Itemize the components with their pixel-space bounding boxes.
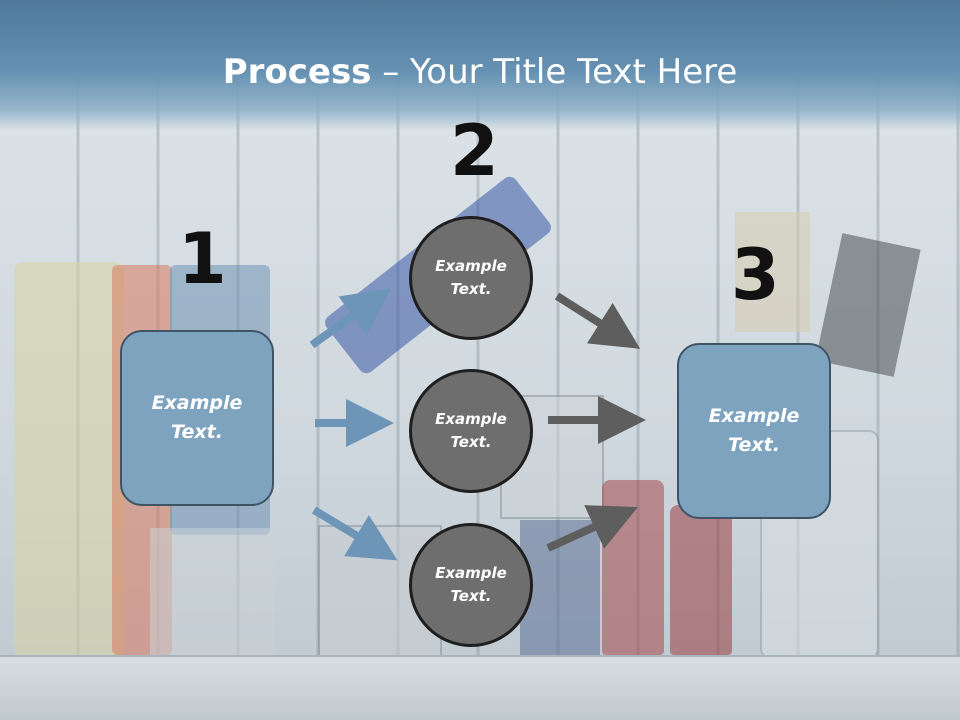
arrow-to-circle-1 (309, 288, 392, 349)
arrow-from-circle-3 (546, 505, 638, 552)
title-banner (0, 0, 960, 130)
slide-title[interactable]: Process – Your Title Text Here (0, 52, 960, 92)
title-bold: Process (222, 52, 372, 92)
circle-3-line2: Text. (450, 587, 492, 605)
circle-3-line1: Example (435, 564, 507, 582)
arrow-from-circle-1 (554, 292, 641, 349)
bottle-image (670, 505, 732, 655)
paint-roller-image (14, 262, 124, 657)
left-box-line1: Example (151, 392, 243, 414)
step-number-3: 3 (731, 234, 780, 316)
circle-step-3[interactable]: Example Text. (409, 523, 533, 647)
left-text-box[interactable]: Example Text. (120, 330, 274, 506)
left-box-line2: Text. (171, 421, 223, 443)
circle-step-1[interactable]: Example Text. (409, 216, 533, 340)
right-box-line2: Text. (728, 434, 780, 456)
step-number-1: 1 (178, 218, 227, 300)
scraper-image (150, 528, 275, 658)
step-number-2: 2 (450, 110, 499, 192)
circle-1-line2: Text. (450, 280, 492, 298)
circle-1-line1: Example (435, 257, 507, 275)
title-rest: – Your Title Text Here (371, 52, 738, 92)
right-box-line1: Example (708, 405, 800, 427)
arrow-to-circle-3 (311, 506, 398, 561)
right-text-box[interactable]: Example Text. (677, 343, 831, 519)
shelf (0, 655, 960, 720)
circle-2-line1: Example (435, 410, 507, 428)
circle-step-2[interactable]: Example Text. (409, 369, 533, 493)
paint-brush-image (735, 212, 810, 332)
circle-2-line2: Text. (450, 433, 492, 451)
